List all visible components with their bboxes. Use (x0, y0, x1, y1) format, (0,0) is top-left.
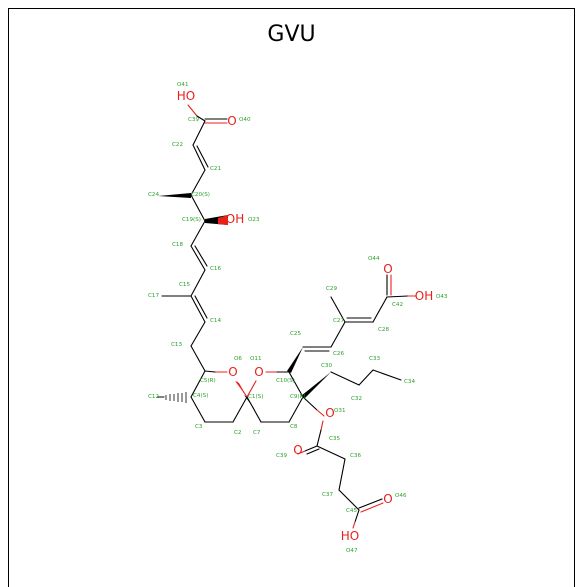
atom-label: C42 (392, 302, 403, 308)
atom-label: C25 (290, 331, 301, 337)
atom-label: C20(S) (191, 192, 210, 198)
atom-label: C13 (171, 342, 182, 348)
atom-label: C8 (290, 424, 298, 430)
atom-o41: HO (177, 89, 195, 103)
atom-label: C30 (321, 363, 332, 369)
atom-o6: O (228, 365, 237, 379)
atom-label: O43 (436, 294, 448, 300)
atom-label: C12 (148, 394, 159, 400)
atom-label: C9(R) (290, 394, 306, 400)
atom-o11: O (254, 365, 263, 379)
atom-o40: O (227, 114, 236, 128)
atom-label: C4(S) (193, 393, 208, 399)
atom-label: C28 (378, 327, 389, 333)
atom-label: O44 (368, 256, 380, 262)
atom-label: O46 (395, 493, 407, 499)
atom-label: C3 (195, 424, 203, 430)
atom-label: C26 (333, 351, 344, 357)
atom-label: C10(S) (276, 378, 295, 384)
bond-lines (157, 104, 417, 529)
molecule-title: GVU (267, 22, 316, 47)
atom-label: C35 (329, 436, 340, 442)
atom-label: C45 (346, 508, 357, 514)
atom-label: O41 (177, 82, 189, 88)
atom-o43: OH (415, 289, 433, 303)
atom-label: C15 (179, 282, 190, 288)
atom-label: C27 (333, 318, 344, 324)
atom-label: O31 (334, 408, 346, 414)
atom-label: C17 (148, 293, 159, 299)
atom-label: C22 (172, 142, 183, 148)
atom-label: C21 (210, 166, 221, 172)
atom-label: C34 (404, 379, 415, 385)
atom-label: O11 (250, 356, 262, 362)
atom-label: C19(S) (182, 217, 201, 223)
atom-label: C29 (326, 286, 337, 292)
atom-label: C18 (172, 242, 183, 248)
atom-label: C1(S) (248, 394, 263, 400)
atom-label: C32 (351, 396, 362, 402)
atom-o46: O (383, 492, 392, 506)
atom-label: O23 (248, 217, 260, 223)
atom-label: C33 (369, 356, 380, 362)
atom-label: C5(R) (200, 378, 216, 384)
atom-label: C37 (322, 492, 333, 498)
atom-label: C2 (234, 430, 241, 436)
atom-label: C36 (350, 453, 361, 459)
atom-label: C39 (188, 117, 199, 123)
atom-o39: O (293, 443, 302, 457)
figure-frame (8, 8, 575, 587)
atom-label: O40 (239, 117, 251, 123)
atom-o47: HO (341, 529, 359, 543)
atom-label: C39 (276, 453, 287, 459)
atom-label: O6 (234, 356, 242, 362)
atom-label: O47 (346, 548, 358, 554)
atom-label: C16 (210, 266, 221, 272)
atom-o23: OH (226, 212, 244, 226)
atom-label: C14 (210, 318, 221, 324)
atom-o31: O (325, 406, 334, 420)
atom-label: C24 (148, 192, 159, 198)
atom-label: C7 (253, 430, 261, 436)
atom-o44: O (383, 262, 392, 276)
